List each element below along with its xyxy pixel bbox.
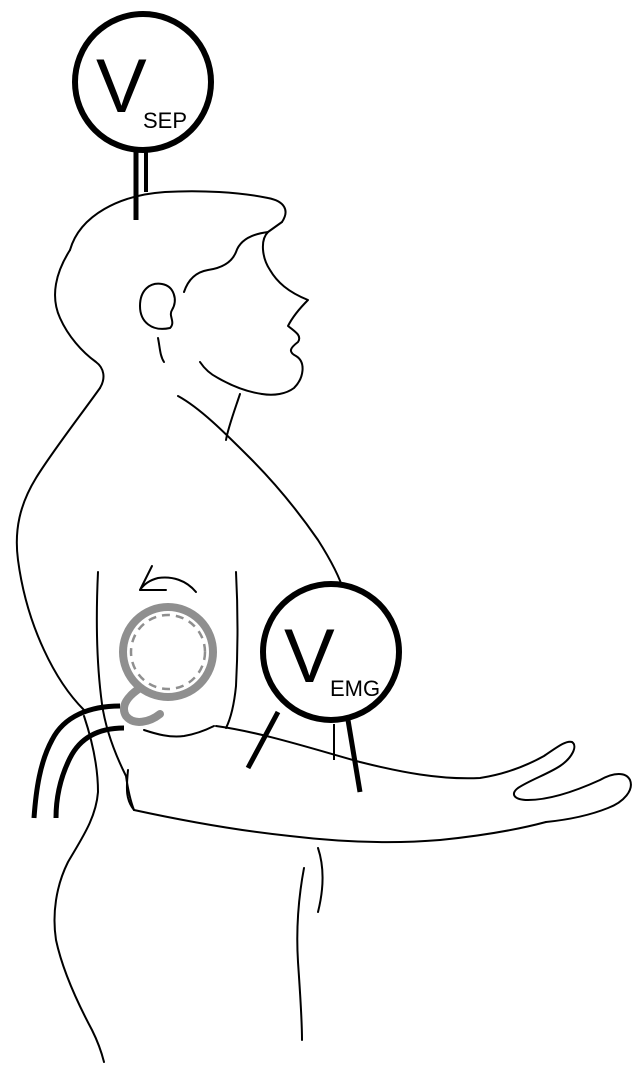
front-torso-outline (297, 868, 304, 1040)
hairline (184, 232, 268, 292)
neck-crease (158, 338, 164, 362)
armpit-curve (144, 726, 214, 737)
rotation-arrow (140, 566, 196, 592)
emg-electrode-lead-right (348, 720, 360, 792)
sep-meter-subscript: SEP (143, 108, 187, 133)
forearm-top (216, 726, 631, 822)
sep-voltmeter: V SEP (75, 14, 211, 220)
head-top-outline (70, 191, 286, 250)
coil-cable (34, 706, 124, 818)
cable-wire-outer (34, 706, 120, 818)
neck-front (226, 394, 240, 440)
shoulder-chest-outline (178, 396, 344, 592)
back-of-head (55, 250, 103, 388)
lower-back-outline (55, 716, 105, 1062)
upper-arm-front (226, 572, 238, 728)
emg-meter-symbol: V (284, 614, 335, 699)
face-profile (262, 222, 308, 395)
cable-wire-inner (56, 728, 124, 818)
emg-electrode-lead-left (248, 712, 278, 768)
sep-meter-symbol: V (96, 44, 147, 129)
coil-ring (123, 607, 213, 697)
ear (140, 284, 175, 329)
emg-voltmeter: V EMG (248, 584, 399, 792)
back-outline (17, 388, 100, 710)
stimulation-coil (123, 607, 213, 722)
elbow-line (127, 770, 134, 810)
coil-inner-dashed (131, 615, 205, 689)
forearm-bottom (134, 810, 546, 842)
emg-meter-subscript: EMG (330, 676, 380, 701)
belly-mark (318, 848, 323, 912)
jaw-line (200, 362, 262, 394)
